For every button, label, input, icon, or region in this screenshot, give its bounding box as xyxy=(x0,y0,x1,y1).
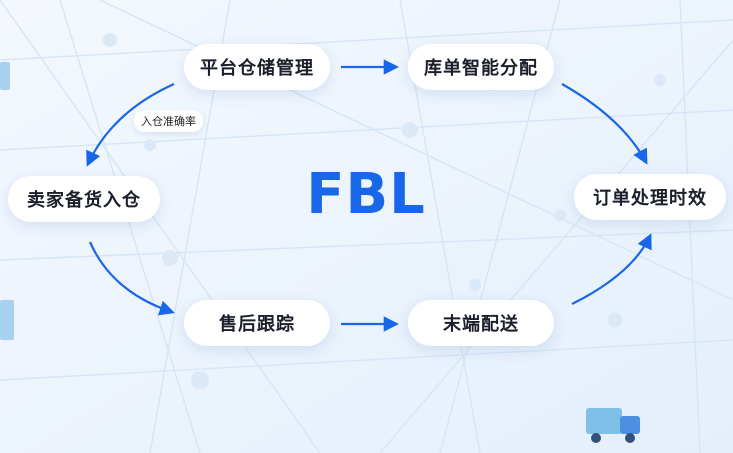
node-inventory-allocation: 库单智能分配 xyxy=(408,44,554,90)
center-title: FBL xyxy=(306,162,426,227)
arrow-allocation-to-order xyxy=(561,83,648,165)
arrow-platform-to-seller xyxy=(86,82,175,167)
truck-icon-left-top xyxy=(0,62,10,90)
node-after-sales: 售后跟踪 xyxy=(184,300,330,346)
edge-label: 入仓准确率 xyxy=(134,110,203,132)
node-seller-inbound: 卖家备货入仓 xyxy=(8,176,160,222)
arrow-seller-to-after-sales xyxy=(88,241,175,316)
truck-icon xyxy=(586,408,640,443)
truck-icon-left-bottom xyxy=(0,300,14,340)
node-order-timeliness: 订单处理时效 xyxy=(574,174,726,220)
node-last-mile: 末端配送 xyxy=(408,300,554,346)
arrow-last-mile-to-order xyxy=(571,233,652,305)
node-platform-warehouse: 平台仓储管理 xyxy=(184,44,330,90)
